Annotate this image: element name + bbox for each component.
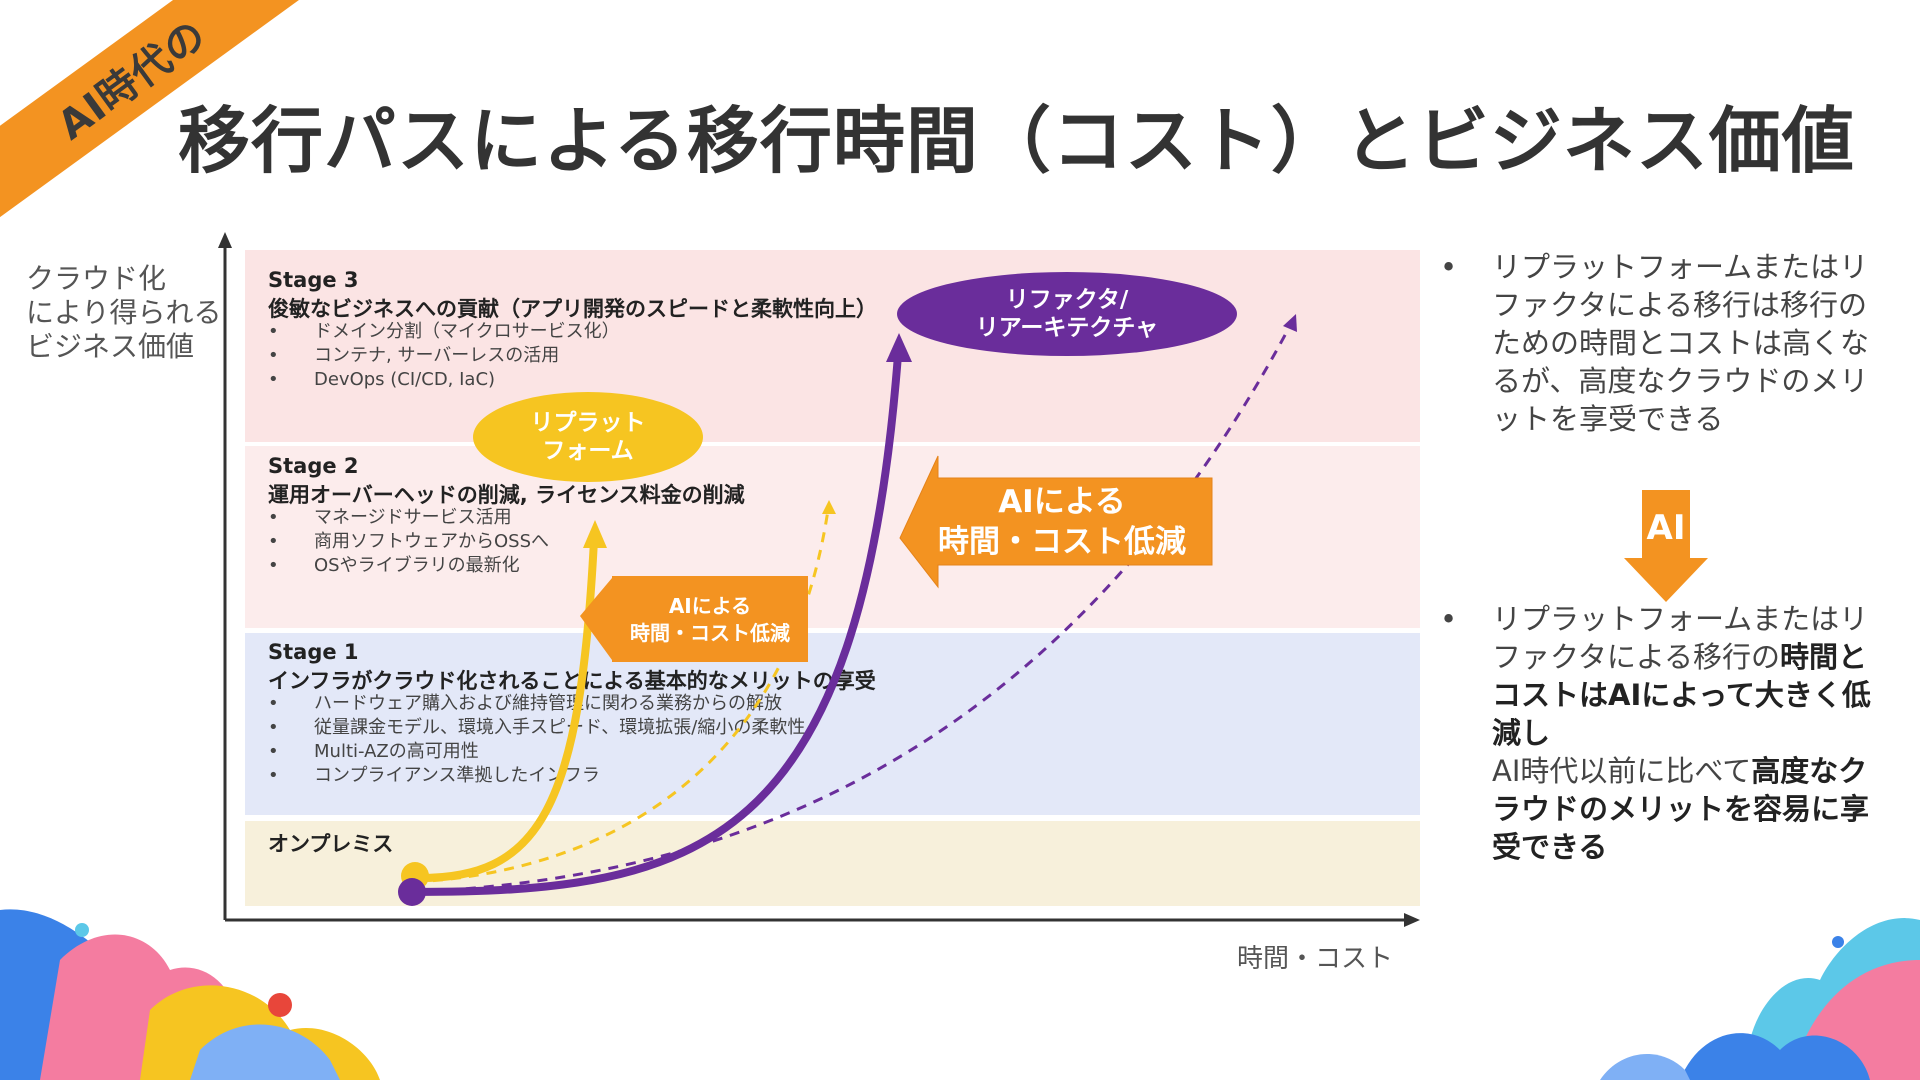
list-item: マネージドサービス活用 [268,506,549,530]
decor-dot [268,993,292,1017]
refactor-solid-path [411,354,902,896]
stage3-list: ドメイン分割（マイクロサービス化） コンテナ, サーバーレスの活用 DevOps… [268,320,620,392]
stage2-list: マネージドサービス活用 商用ソフトウェアからOSSへ OSやライブラリの最新化 [268,506,549,578]
y-axis-arrowhead [218,232,232,248]
small-callout-text: AIによる 時間・コスト低減 [630,594,790,645]
ai-arrow-label: AI [1646,508,1686,548]
list-item: ハードウェア購入および維持管理に関わる業務からの解放 [268,692,805,716]
decor-bottom-right [1600,918,1920,1080]
list-item: ドメイン分割（マイクロサービス化） [268,320,620,344]
list-item: コンテナ, サーバーレスの活用 [268,344,620,368]
list-item: 商用ソフトウェアからOSSへ [268,530,549,554]
replatform-dashed-path [414,509,830,884]
decor-blob [190,1024,340,1080]
stage2-name: Stage 2 [268,454,359,478]
replatform-solid-path [414,539,598,883]
decor-dot [75,923,89,937]
list-item: コンプライアンス準拠したインフラ [268,764,805,788]
right-panel: リプラットフォームまたはリファクタによる移行は移行のための時間とコストは高くなる… [1440,248,1880,866]
bullet2-part-c: AI時代以前に比べて [1492,754,1752,788]
list-item: OSやライブラリの最新化 [268,554,549,578]
stage1-name: Stage 1 [268,640,359,664]
bullet2-part-d: 高度なクラウドのメリットを容易に享受できる [1492,754,1870,864]
list-item: 従量課金モデル、環境入手スピード、環境拡張/縮小の柔軟性 [268,716,805,740]
ai-down-arrow [1624,490,1708,602]
replatform-solid-arrowhead [583,520,607,548]
bullet2-part-b: 時間とコストはAIによって大きく低減し [1492,640,1871,750]
right-bullet-2: リプラットフォームまたはリファクタによる移行の時間とコストはAIによって大きく低… [1440,600,1880,866]
stage3-name: Stage 3 [268,268,359,292]
decor-blob [1680,1033,1870,1080]
right-bullet-1: リプラットフォームまたはリファクタによる移行は移行のための時間とコストは高くなる… [1440,248,1880,438]
refactor-bubble: リファクタ/ リアーキテクチャ [897,272,1237,356]
refactor-dashed-arrowhead [1283,314,1297,332]
y-axis-label: クラウド化 により得られる ビジネス価値 [26,262,222,363]
list-item: Multi-AZの高可用性 [268,740,805,764]
replatform-dashed-arrowhead [822,500,836,514]
decor-bottom-left [0,909,380,1080]
page-title: 移行パスによる移行時間（コスト）とビジネス価値 [178,99,1855,183]
stage3-subtitle: 俊敏なビジネスへの貢献（アプリ開発のスピードと柔軟性向上） [268,297,877,321]
replatform-bubble: リプラット フォーム [473,392,703,482]
x-axis-arrowhead [1404,913,1420,927]
large-callout-shape [899,455,1213,589]
decor-dot [1832,936,1844,948]
small-callout-shape [580,576,808,662]
stage1-list: ハードウェア購入および維持管理に関わる業務からの解放 従量課金モデル、環境入手ス… [268,692,805,788]
refactor-solid-arrowhead [886,333,912,362]
bullet2-part-a: リプラットフォームまたはリファクタによる移行の [1492,602,1869,674]
refactor-start-dot [398,878,426,906]
onprem-name: オンプレミス [268,832,394,856]
list-item: DevOps (CI/CD, IaC) [268,368,620,392]
large-callout-text: AIによる 時間・コスト低減 [938,484,1186,560]
stage2-subtitle: 運用オーバーヘッドの削減, ライセンス料金の削減 [268,483,745,507]
decor-blob [1600,1053,1690,1080]
x-axis-label: 時間・コスト [1237,944,1394,974]
